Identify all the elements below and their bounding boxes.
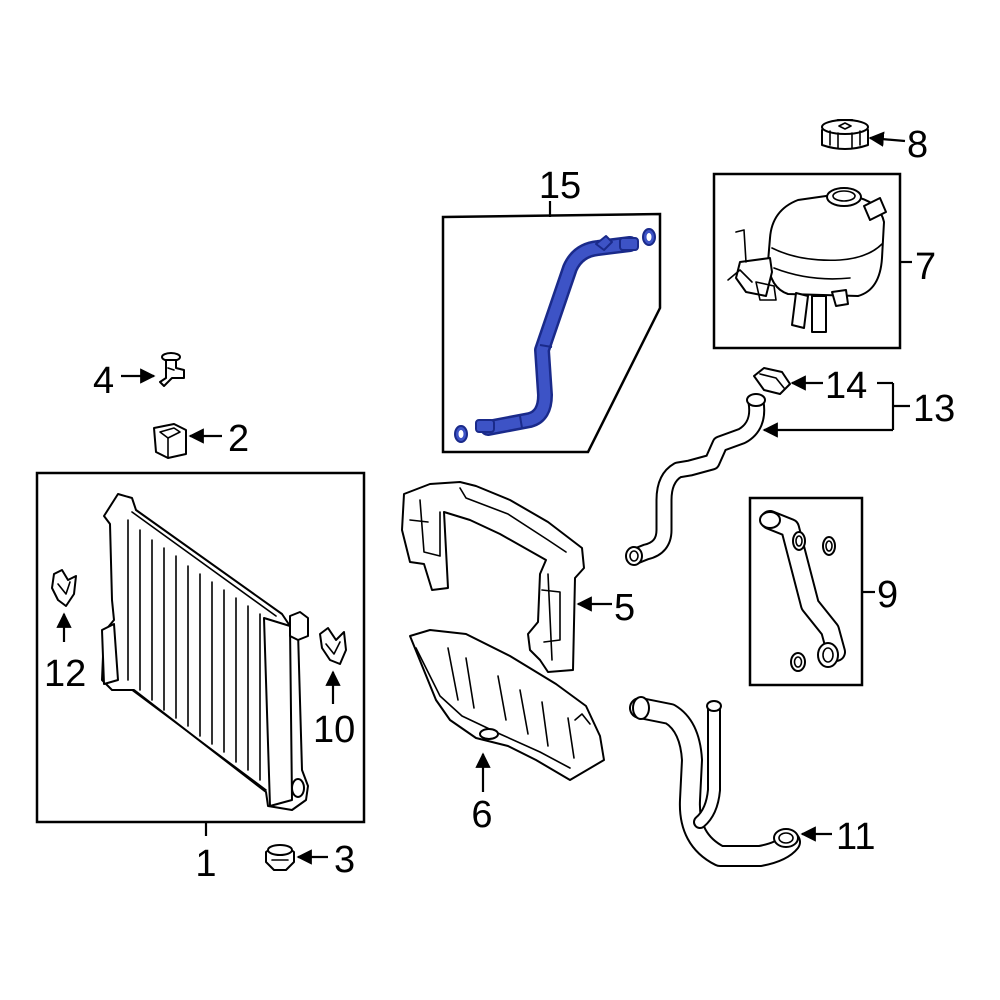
part-13-upper-hose-group[interactable]: 14 13 [625, 365, 955, 566]
retainer-clip-12[interactable] [51, 569, 77, 607]
callout-13: 13 [913, 388, 955, 430]
o-ring-pair [790, 531, 836, 672]
part-3-bushing-group[interactable]: 3 [265, 839, 355, 881]
callout-11: 11 [836, 816, 875, 858]
part-15-coolant-pipe-group[interactable]: 15 [441, 165, 662, 454]
callout-10: 10 [313, 709, 355, 751]
expansion-tank[interactable] [727, 187, 887, 333]
bypass-hose[interactable] [759, 510, 846, 668]
part-5-shroud-group[interactable]: 5 [401, 481, 635, 673]
part-6-air-guide-group[interactable]: 6 [409, 629, 605, 836]
part-8-reservoir-cap-group[interactable]: 8 [821, 119, 928, 166]
mounting-bushing[interactable] [265, 844, 295, 871]
hose-clamp[interactable] [753, 367, 791, 395]
part-8-arrow [868, 131, 906, 147]
part-2-grommet-group[interactable]: 2 [153, 418, 249, 460]
callout-7: 7 [915, 246, 936, 288]
radiator-shroud-frame[interactable] [401, 481, 585, 673]
callout-5: 5 [614, 587, 635, 629]
radiator[interactable] [101, 493, 309, 811]
part-1-box [35, 471, 366, 824]
part-4-push-clip-group[interactable]: 4 [93, 352, 185, 402]
callout-1: 1 [195, 843, 216, 885]
rubber-grommet[interactable] [153, 423, 187, 459]
callout-15: 15 [539, 165, 581, 207]
callout-2: 2 [228, 418, 249, 460]
part-11-lower-hose-group[interactable]: 11 [629, 696, 875, 867]
callout-3: 3 [334, 839, 355, 881]
coolant-pipe-highlighted[interactable] [475, 235, 639, 436]
upper-coolant-hose[interactable] [625, 393, 766, 566]
callout-12: 12 [44, 653, 86, 695]
callout-9: 9 [877, 574, 898, 616]
part-15-box [441, 212, 662, 454]
lower-coolant-hose[interactable] [629, 696, 801, 867]
push-clip[interactable] [159, 352, 185, 387]
callout-6: 6 [471, 794, 492, 836]
reservoir-cap[interactable] [821, 119, 869, 150]
retainer-clip-10[interactable] [319, 627, 347, 665]
lower-air-deflector[interactable] [409, 629, 605, 781]
callout-14: 14 [825, 365, 867, 407]
callout-4: 4 [93, 360, 114, 402]
part-1-radiator-group[interactable]: 1 12 [35, 471, 366, 885]
part-9-hose-kit-group[interactable]: 9 [748, 496, 898, 687]
callout-8: 8 [907, 124, 928, 166]
part-7-expansion-tank-group[interactable]: 7 [712, 172, 936, 350]
